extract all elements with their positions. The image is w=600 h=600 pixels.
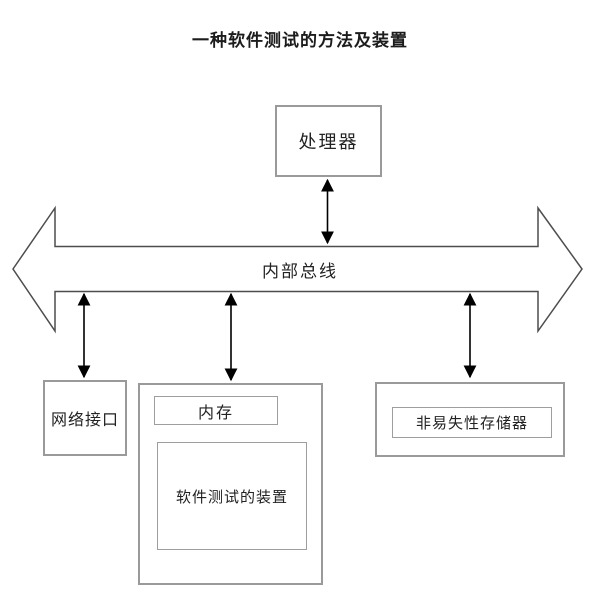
memory-label-box: 内存 — [154, 396, 278, 425]
internal-bus-label: 内部总线 — [262, 262, 338, 282]
nonvolatile-memory-box: 非易失性存储器 — [375, 382, 565, 457]
processor-label: 处理器 — [298, 132, 359, 153]
nonvolatile-memory-label: 非易失性存储器 — [415, 414, 528, 432]
internal-bus-double-arrow-icon — [12, 205, 583, 334]
network-interface-box: 网络接口 — [43, 380, 127, 456]
processor-box: 处理器 — [275, 105, 382, 177]
figure-title: 一种软件测试的方法及装置 — [192, 31, 408, 51]
memory-box: 内存 软件测试的装置 — [138, 383, 323, 585]
software-test-device-box: 软件测试的装置 — [157, 442, 307, 550]
network-interface-label: 网络接口 — [50, 410, 119, 429]
nonvolatile-memory-label-box: 非易失性存储器 — [392, 407, 552, 438]
software-test-device-label: 软件测试的装置 — [175, 487, 288, 506]
memory-label: 内存 — [197, 402, 234, 422]
